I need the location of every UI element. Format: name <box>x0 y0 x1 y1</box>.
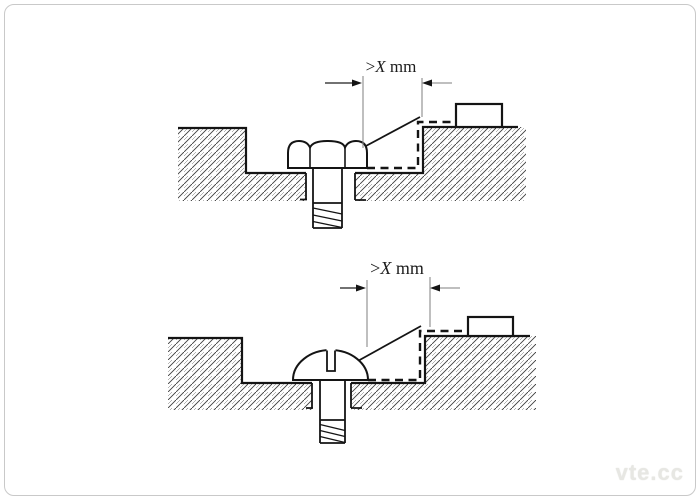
dimension-arrowhead-left <box>356 284 366 292</box>
screw-shank <box>319 380 346 444</box>
dimension-label: >X mm <box>366 57 417 76</box>
dimension-arrowhead-right <box>422 79 432 87</box>
figure-top-hex-bolt: >X mm <box>178 57 526 229</box>
hex-bolt-head <box>287 139 368 169</box>
material-outline-left <box>168 336 312 385</box>
screw-thread-lines <box>319 423 346 444</box>
hex-bolt-facet-lines <box>309 147 346 167</box>
insulation-right-hatch <box>351 336 536 410</box>
component-block <box>454 102 504 129</box>
bolt-hole-right-wall <box>354 173 366 201</box>
screw-slot <box>326 350 336 372</box>
bolt-hole-left-wall <box>300 173 307 201</box>
screw-hole-left-wall <box>306 383 313 409</box>
watermark: vte.cc <box>615 460 684 485</box>
image-card-frame <box>4 4 696 496</box>
dimension-label: >X mm <box>370 258 424 278</box>
bolt-shank <box>312 168 343 229</box>
insulation-right-hatch <box>355 127 526 201</box>
material-outline-left <box>178 126 306 175</box>
screw-slot-mask <box>326 347 336 371</box>
creepage-path-dashed <box>368 329 467 382</box>
screw-hole-right-wall <box>350 383 362 409</box>
dimension-arrowhead-left <box>352 79 362 87</box>
component-block <box>466 315 515 338</box>
insulation-left-hatch <box>168 338 312 410</box>
insulation-left-hatch <box>178 128 306 201</box>
creepage-path-dashed <box>367 120 456 170</box>
dimension-arrowhead-right <box>430 284 440 292</box>
clearance-line <box>355 325 422 363</box>
bolt-thread-lines <box>312 207 343 229</box>
figure-bottom-slotted-screw: >X mm <box>168 258 536 444</box>
clearance-line <box>363 116 421 148</box>
